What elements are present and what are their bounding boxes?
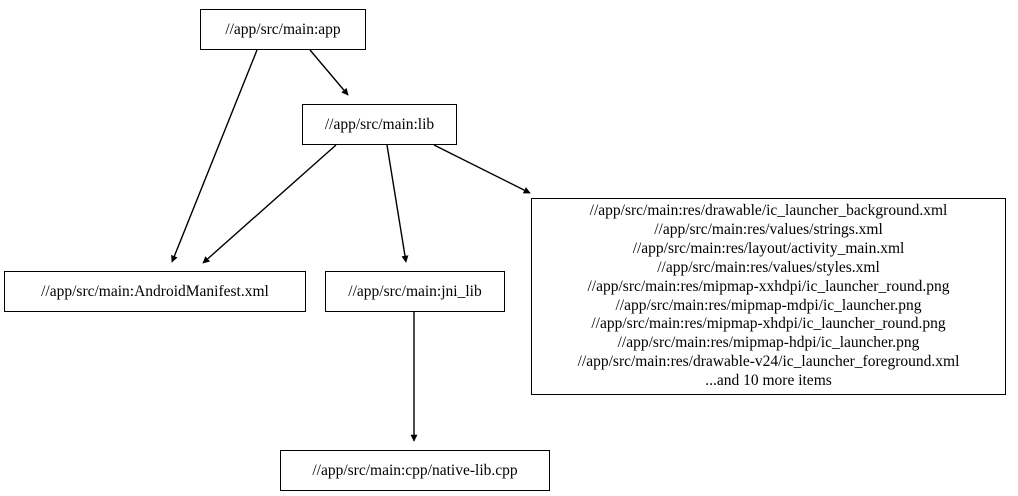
edge-lib-to-res: [433, 144, 531, 194]
node-android-manifest-label: //app/src/main:AndroidManifest.xml: [41, 282, 269, 300]
edge-lib-to-jni-lib: [386, 144, 409, 263]
node-res-group-label-list: //app/src/main:res/drawable/ic_launcher_…: [578, 202, 960, 391]
node-native-lib-cpp-target[interactable]: //app/src/main:cpp/native-lib.cpp: [280, 450, 550, 491]
edge-app-to-lib: [309, 49, 349, 96]
node-lib-target[interactable]: //app/src/main:lib: [302, 104, 457, 145]
res-line: //app/src/main:res/values/styles.xml: [657, 258, 880, 276]
node-jni-lib-label: //app/src/main:jni_lib: [348, 282, 482, 300]
node-res-group-target[interactable]: //app/src/main:res/drawable/ic_launcher_…: [531, 198, 1006, 395]
node-app-target[interactable]: //app/src/main:app: [200, 9, 366, 50]
edge-app-to-manifest: [171, 49, 258, 263]
edge-lib-to-manifest: [202, 144, 337, 264]
node-native-lib-cpp-label: //app/src/main:cpp/native-lib.cpp: [312, 461, 518, 479]
node-jni-lib-target[interactable]: //app/src/main:jni_lib: [325, 271, 505, 312]
res-line: //app/src/main:res/layout/activity_main.…: [632, 239, 905, 257]
node-android-manifest-target[interactable]: //app/src/main:AndroidManifest.xml: [4, 271, 306, 312]
res-line-more-items: ...and 10 more items: [705, 372, 832, 390]
node-app-label: //app/src/main:app: [225, 20, 341, 38]
res-line: //app/src/main:res/drawable/ic_launcher_…: [589, 201, 948, 219]
node-lib-label: //app/src/main:lib: [324, 115, 435, 133]
res-line: //app/src/main:res/mipmap-xxhdpi/ic_laun…: [587, 277, 950, 295]
res-line: //app/src/main:res/mipmap-xhdpi/ic_launc…: [591, 315, 946, 333]
res-line: //app/src/main:res/values/strings.xml: [654, 220, 883, 238]
res-line: //app/src/main:res/mipmap-hdpi/ic_launch…: [617, 334, 920, 352]
res-line: //app/src/main:res/drawable-v24/ic_launc…: [577, 353, 960, 371]
res-line: //app/src/main:res/mipmap-mdpi/ic_launch…: [615, 296, 922, 314]
